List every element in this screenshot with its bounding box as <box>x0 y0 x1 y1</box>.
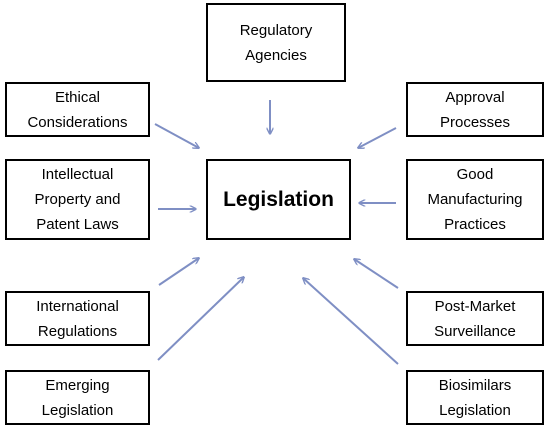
arrow-biosimilars <box>303 278 399 365</box>
center-node-label: Legislation <box>223 188 334 211</box>
node-ethical-considerations: Ethical Considerations <box>5 82 150 137</box>
node-post-market: Post-Market Surveillance <box>406 291 544 346</box>
arrow-international-regulations <box>158 258 199 286</box>
node-biosimilars-label: Biosimilars Legislation <box>438 376 512 419</box>
node-regulatory-agencies-label: Regulatory Agencies <box>239 21 313 64</box>
node-good-manufacturing-label: Good Manufacturing Practices <box>427 166 523 233</box>
node-good-manufacturing: Good Manufacturing Practices <box>406 159 544 240</box>
node-ethical-considerations-label: Ethical Considerations <box>27 88 128 131</box>
node-international-regulations-label: International Regulations <box>36 297 119 340</box>
node-biosimilars: Biosimilars Legislation <box>406 370 544 425</box>
node-post-market-label: Post-Market Surveillance <box>434 297 516 340</box>
node-approval-processes-label: Approval Processes <box>439 88 511 131</box>
node-emerging-legislation-label: Emerging Legislation <box>41 376 114 419</box>
center-node-legislation: Legislation <box>206 159 351 240</box>
node-regulatory-agencies: Regulatory Agencies <box>206 3 346 82</box>
node-intellectual-property-label: Intellectual Property and Patent Laws <box>34 166 121 233</box>
node-emerging-legislation: Emerging Legislation <box>5 370 150 425</box>
arrow-approval-processes <box>358 127 397 148</box>
node-international-regulations: International Regulations <box>5 291 150 346</box>
arrow-ethical-considerations <box>154 123 199 148</box>
node-approval-processes: Approval Processes <box>406 82 544 137</box>
arrow-emerging-legislation <box>157 277 244 361</box>
arrow-post-market <box>354 259 399 289</box>
node-intellectual-property: Intellectual Property and Patent Laws <box>5 159 150 240</box>
